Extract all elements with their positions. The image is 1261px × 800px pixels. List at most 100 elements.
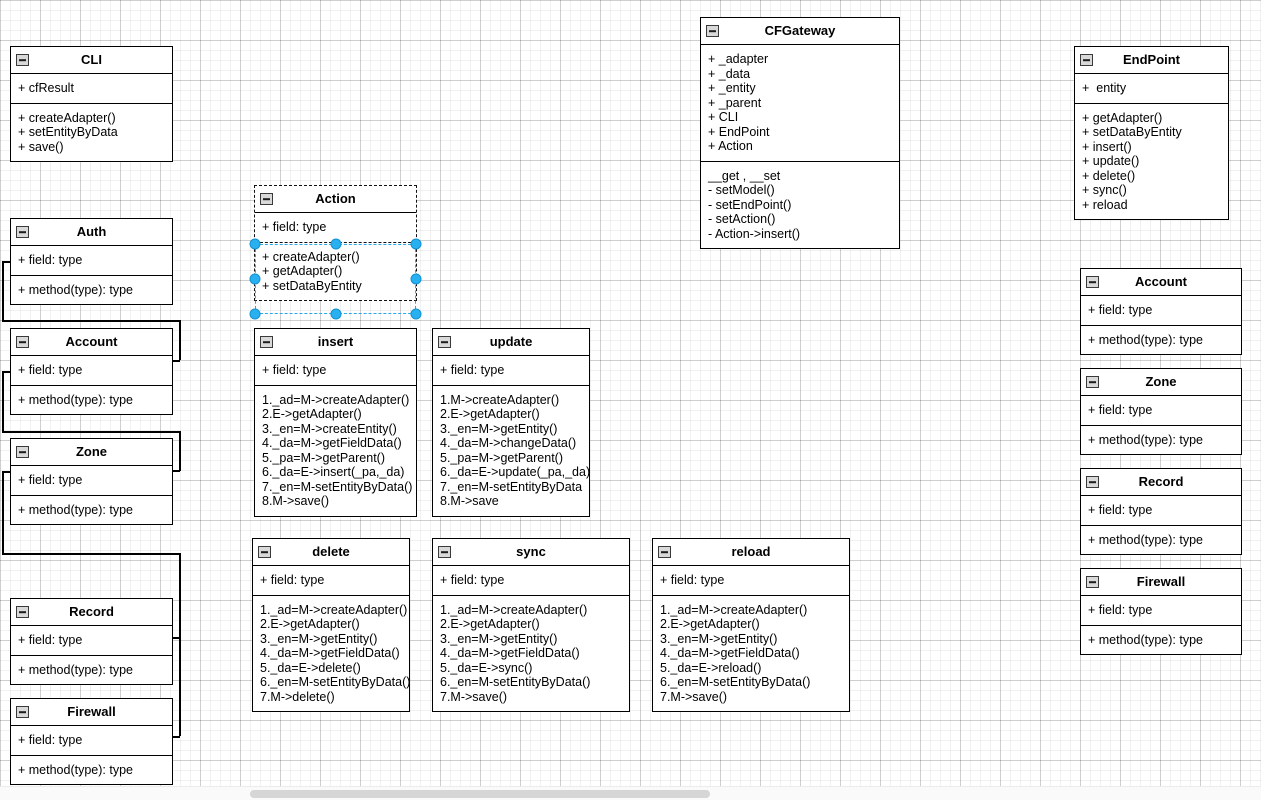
attribute-compartment-delete[interactable]: + field: type <box>253 566 409 595</box>
collapse-minus-icon[interactable] <box>16 606 29 618</box>
attribute-compartment-firewall-left[interactable]: + field: type <box>11 726 172 755</box>
class-box-endpoint[interactable]: EndPoint+ entity+ getAdapter()+ setDataB… <box>1074 46 1229 220</box>
attribute-compartment-auth[interactable]: + field: type <box>11 246 172 275</box>
collapse-minus-icon[interactable] <box>1086 376 1099 388</box>
class-header-account-right[interactable]: Account <box>1081 269 1241 296</box>
method-compartment-delete[interactable]: 1._ad=M->createAdapter()2.E->getAdapter(… <box>253 594 410 712</box>
collapse-minus-icon[interactable] <box>1086 576 1099 588</box>
connector-auth-to-account-v[interactable] <box>2 261 4 320</box>
connector-zone-child-h[interactable] <box>168 470 180 472</box>
collapse-minus-icon[interactable] <box>438 546 451 558</box>
class-box-account-right[interactable]: Account+ field: type+ method(type): type <box>1080 268 1242 355</box>
attribute-compartment-reload[interactable]: + field: type <box>653 566 849 595</box>
class-box-auth[interactable]: Auth+ field: type+ method(type): type <box>10 218 173 305</box>
class-box-account-left[interactable]: Account+ field: type+ method(type): type <box>10 328 173 415</box>
method-compartment-zone-right[interactable]: + method(type): type <box>1081 424 1241 455</box>
collapse-minus-icon[interactable] <box>16 706 29 718</box>
connector-account-child-h[interactable] <box>168 360 180 362</box>
collapse-minus-icon[interactable] <box>1086 476 1099 488</box>
attribute-compartment-account-left[interactable]: + field: type <box>11 356 172 385</box>
method-compartment-update[interactable]: 1.M->createAdapter()2.E->getAdapter()3._… <box>433 384 590 516</box>
collapse-minus-icon[interactable] <box>658 546 671 558</box>
collapse-minus-icon[interactable] <box>1086 276 1099 288</box>
method-compartment-sync[interactable]: 1._ad=M->createAdapter()2.E->getAdapter(… <box>433 594 629 712</box>
method-compartment-cli[interactable]: + createAdapter()+ setEntityByData+ save… <box>11 102 172 162</box>
class-header-endpoint[interactable]: EndPoint <box>1075 47 1228 74</box>
class-header-firewall-left[interactable]: Firewall <box>11 699 172 726</box>
resize-handle-s[interactable] <box>330 308 341 320</box>
class-box-zone-right[interactable]: Zone+ field: type+ method(type): type <box>1080 368 1242 455</box>
attribute-compartment-endpoint[interactable]: + entity <box>1075 74 1228 103</box>
collapse-minus-icon[interactable] <box>16 226 29 238</box>
class-header-cli[interactable]: CLI <box>11 47 172 74</box>
attribute-compartment-update[interactable]: + field: type <box>433 356 589 385</box>
attribute-compartment-cfgateway[interactable]: + _adapter+ _data+ _entity+ _parent+ CLI… <box>701 45 899 161</box>
collapse-minus-icon[interactable] <box>438 336 451 348</box>
method-compartment-zone-left[interactable]: + method(type): type <box>11 494 172 525</box>
class-header-reload[interactable]: reload <box>653 539 849 566</box>
class-box-zone-left[interactable]: Zone+ field: type+ method(type): type <box>10 438 173 525</box>
class-header-zone-left[interactable]: Zone <box>11 439 172 466</box>
connector-account-to-zone-h2[interactable] <box>2 431 180 433</box>
collapse-minus-icon[interactable] <box>260 336 273 348</box>
method-compartment-account-right[interactable]: + method(type): type <box>1081 324 1241 355</box>
class-box-record-left[interactable]: Record+ field: type+ method(type): type <box>10 598 173 685</box>
method-compartment-record-left[interactable]: + method(type): type <box>11 654 172 685</box>
attribute-compartment-record-right[interactable]: + field: type <box>1081 496 1241 525</box>
collapse-minus-icon[interactable] <box>258 546 271 558</box>
method-compartment-firewall-right[interactable]: + method(type): type <box>1081 624 1241 655</box>
connector-account-child-v[interactable] <box>179 320 181 360</box>
connector-zone-to-rest-v[interactable] <box>2 471 4 554</box>
connector-account-to-zone-h1[interactable] <box>2 371 12 373</box>
resize-handle-e[interactable] <box>410 273 422 285</box>
horizontal-scrollbar-track[interactable] <box>0 786 1261 800</box>
collapse-minus-icon[interactable] <box>706 25 719 37</box>
class-header-record-right[interactable]: Record <box>1081 469 1241 496</box>
attribute-compartment-record-left[interactable]: + field: type <box>11 626 172 655</box>
connector-rest-child-v[interactable] <box>179 553 181 736</box>
class-box-record-right[interactable]: Record+ field: type+ method(type): type <box>1080 468 1242 555</box>
horizontal-scrollbar-thumb[interactable] <box>250 790 710 798</box>
method-compartment-reload[interactable]: 1._ad=M->createAdapter()2.E->getAdapter(… <box>653 594 849 712</box>
attribute-compartment-action[interactable]: + field: type <box>255 213 416 242</box>
resize-handle-n[interactable] <box>330 238 341 250</box>
resize-handle-se[interactable] <box>410 308 422 320</box>
connector-auth-to-account-h2[interactable] <box>2 320 180 322</box>
class-header-cfgateway[interactable]: CFGateway <box>701 18 899 45</box>
class-header-sync[interactable]: sync <box>433 539 629 566</box>
class-header-update[interactable]: update <box>433 329 589 356</box>
class-header-firewall-right[interactable]: Firewall <box>1081 569 1241 596</box>
method-compartment-action[interactable]: + createAdapter()+ getAdapter()+ setData… <box>255 241 416 301</box>
class-header-auth[interactable]: Auth <box>11 219 172 246</box>
class-box-firewall-left[interactable]: Firewall+ field: type+ method(type): typ… <box>10 698 173 785</box>
attribute-compartment-insert[interactable]: + field: type <box>255 356 416 385</box>
attribute-compartment-sync[interactable]: + field: type <box>433 566 629 595</box>
method-compartment-account-left[interactable]: + method(type): type <box>11 384 172 415</box>
method-compartment-insert[interactable]: 1._ad=M->createAdapter()2.E->getAdapter(… <box>255 384 416 516</box>
method-compartment-endpoint[interactable]: + getAdapter()+ setDataByEntity+ insert(… <box>1075 102 1228 220</box>
attribute-compartment-zone-right[interactable]: + field: type <box>1081 396 1241 425</box>
class-header-insert[interactable]: insert <box>255 329 416 356</box>
attribute-compartment-cli[interactable]: + cfResult <box>11 74 172 103</box>
method-compartment-firewall-left[interactable]: + method(type): type <box>11 754 172 785</box>
resize-handle-nw[interactable] <box>249 238 261 250</box>
class-box-cli[interactable]: CLI+ cfResult+ createAdapter()+ setEntit… <box>10 46 173 162</box>
collapse-minus-icon[interactable] <box>16 54 29 66</box>
class-header-delete[interactable]: delete <box>253 539 409 566</box>
connector-auth-to-account-h1[interactable] <box>2 261 12 263</box>
resize-handle-w[interactable] <box>249 273 261 285</box>
connector-firewall-child-h[interactable] <box>168 736 180 738</box>
collapse-minus-icon[interactable] <box>16 336 29 348</box>
connector-zone-child-v[interactable] <box>179 431 181 471</box>
collapse-minus-icon[interactable] <box>1080 54 1093 66</box>
connector-record-child-h[interactable] <box>168 637 180 639</box>
method-compartment-record-right[interactable]: + method(type): type <box>1081 524 1241 555</box>
class-box-action[interactable]: Action+ field: type+ createAdapter()+ ge… <box>254 185 417 301</box>
class-box-firewall-right[interactable]: Firewall+ field: type+ method(type): typ… <box>1080 568 1242 655</box>
